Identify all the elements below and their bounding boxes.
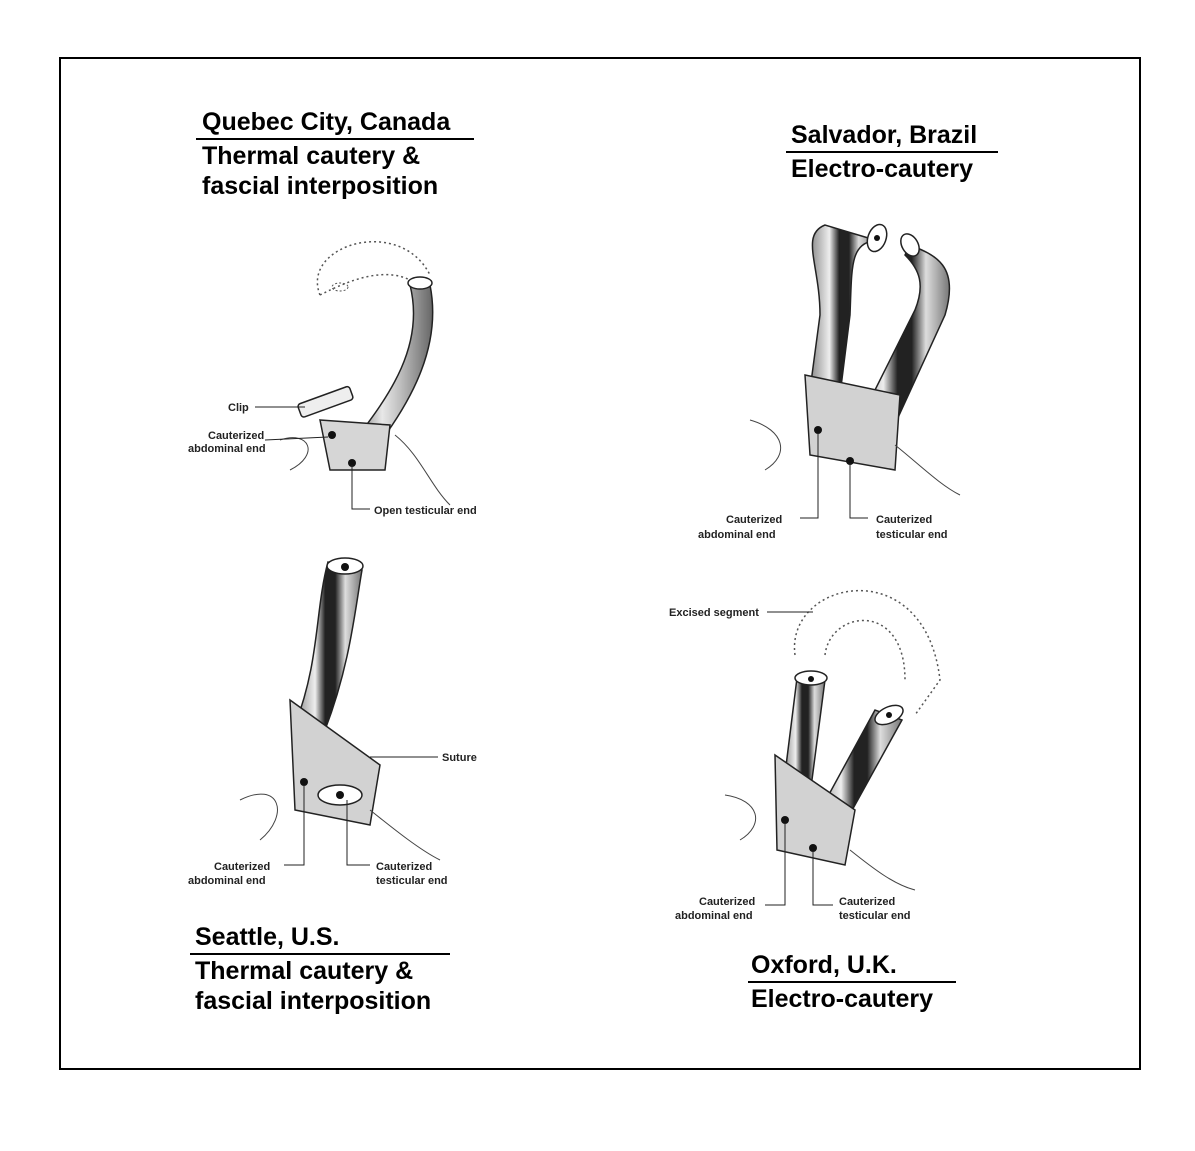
salvador-test-label-1: Cauterized — [876, 514, 932, 526]
salvador-abd-dot — [814, 426, 822, 434]
seattle-tube-lumen — [341, 563, 349, 571]
salvador-method-line1: Electro-cautery — [791, 155, 974, 183]
seattle-suture-label: Suture — [442, 752, 477, 764]
salvador-tissue — [749, 419, 961, 496]
salvador-left-tube — [809, 224, 876, 396]
quebec-title-rule — [196, 138, 474, 140]
quebec-method-line1: Thermal cautery & — [202, 142, 421, 170]
seattle-tissue — [239, 793, 441, 861]
quebec-illustration: Clip Cauterized abdominal end Open testi… — [188, 241, 477, 517]
salvador-test-dot — [846, 457, 854, 465]
salvador-city-label: Salvador, Brazil — [791, 121, 978, 149]
seattle-test-leader — [346, 800, 370, 866]
oxford-illustration: Excised segment Cauterized abdominal end… — [669, 589, 941, 922]
salvador-right-opening — [900, 233, 920, 257]
oxford-title-rule — [748, 981, 956, 983]
seattle-abd-leader — [284, 785, 305, 866]
panel-salvador-title: Salvador, Brazil Electro-cautery — [786, 120, 998, 184]
salvador-test-label-2: testicular end — [876, 529, 948, 541]
oxford-abd-label-2: abdominal end — [675, 910, 753, 922]
oxford-right-lumen — [886, 712, 892, 718]
figure-frame — [59, 57, 1141, 1070]
quebec-abd-label-2: abdominal end — [188, 443, 266, 455]
salvador-abd-label-1: Cauterized — [726, 514, 782, 526]
panel-quebec-title: Quebec City, Canada Thermal cautery & fa… — [196, 107, 474, 201]
quebec-clip-label: Clip — [228, 402, 249, 414]
seattle-method-line2: fascial interposition — [195, 987, 432, 1015]
salvador-left-lumen — [874, 235, 880, 241]
salvador-right-tube — [853, 244, 951, 436]
quebec-clip — [297, 385, 354, 418]
quebec-test-dot — [348, 459, 356, 467]
oxford-test-dot — [809, 844, 817, 852]
oxford-test-leader — [812, 851, 833, 906]
oxford-method-line1: Electro-cautery — [751, 985, 934, 1013]
quebec-city-label: Quebec City, Canada — [202, 108, 451, 136]
quebec-vas-tube — [353, 284, 434, 446]
salvador-abd-label-2: abdominal end — [698, 529, 776, 541]
seattle-test-dot — [336, 791, 344, 799]
panel-oxford-title: Oxford, U.K. Electro-cautery — [748, 950, 956, 1014]
panel-seattle-title: Seattle, U.S. Thermal cautery & fascial … — [190, 922, 450, 1016]
seattle-title-rule — [190, 953, 450, 955]
quebec-method-line2: fascial interposition — [202, 172, 439, 200]
quebec-fascial-sheath — [319, 419, 391, 471]
oxford-tissue — [724, 794, 916, 891]
salvador-title-rule — [786, 151, 998, 153]
seattle-method-line1: Thermal cautery & — [195, 957, 414, 985]
seattle-abd-label-1: Cauterized — [214, 861, 270, 873]
oxford-abd-label-1: Cauterized — [699, 896, 755, 908]
quebec-tube-opening — [407, 276, 433, 290]
oxford-abd-leader — [765, 823, 786, 906]
oxford-excised-inner — [824, 619, 906, 681]
quebec-abd-dot — [328, 431, 336, 439]
quebec-excised-inner — [319, 273, 411, 296]
oxford-fascial-sheath — [774, 753, 856, 866]
quebec-excised-end — [331, 282, 349, 292]
quebec-abd-leader — [264, 436, 329, 441]
seattle-test-label-1: Cauterized — [376, 861, 432, 873]
salvador-illustration: Cauterized abdominal end Cauterized test… — [698, 223, 961, 541]
seattle-illustration: Suture Cauterized abdominal end Cauteriz… — [188, 557, 477, 887]
oxford-test-label-2: testicular end — [839, 910, 911, 922]
quebec-abd-label-1: Cauterized — [208, 430, 264, 442]
salvador-fascial-sheath — [804, 374, 901, 471]
seattle-test-label-2: testicular end — [376, 875, 448, 887]
salvador-test-leader — [849, 463, 868, 519]
quebec-open-label: Open testicular end — [374, 505, 477, 517]
seattle-city-label: Seattle, U.S. — [195, 923, 340, 951]
salvador-abd-leader — [800, 433, 819, 519]
oxford-city-label: Oxford, U.K. — [751, 951, 897, 979]
seattle-abd-dot — [300, 778, 308, 786]
oxford-left-lumen — [808, 676, 814, 682]
seattle-abd-label-2: abdominal end — [188, 875, 266, 887]
oxford-excised-label: Excised segment — [669, 607, 759, 619]
quebec-tissue — [279, 434, 451, 506]
seattle-vas-tube — [293, 561, 363, 731]
quebec-excised-outline — [316, 241, 431, 296]
quebec-open-leader — [351, 465, 370, 510]
oxford-abd-dot — [781, 816, 789, 824]
oxford-test-label-1: Cauterized — [839, 896, 895, 908]
